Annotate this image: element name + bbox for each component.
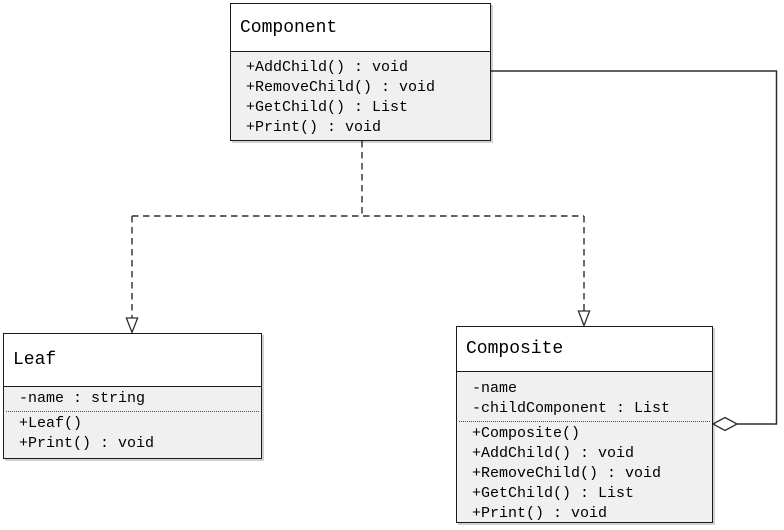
method-row: +GetChild() : List	[246, 99, 409, 116]
attribute-row: -childComponent : List	[472, 400, 671, 417]
method-row: +RemoveChild() : void	[472, 465, 662, 482]
method-row: +RemoveChild() : void	[246, 79, 436, 96]
method-row: +Composite()	[472, 425, 581, 442]
class-box-leaf[interactable]: Leaf -name : string +Leaf() +Print() : v…	[3, 333, 262, 459]
method-row: +Print() : void	[19, 435, 155, 452]
aggregation-line[interactable]	[491, 70, 778, 425]
method-row: +AddChild() : void	[472, 445, 635, 462]
class-header-component: Component	[231, 4, 490, 52]
method-row: +GetChild() : List	[472, 485, 635, 502]
class-title-composite: Composite	[466, 339, 564, 359]
class-header-composite: Composite	[457, 327, 712, 372]
attribute-row: -name	[472, 380, 518, 397]
attribute-method-divider	[6, 411, 259, 412]
class-box-component[interactable]: Component +AddChild() : void +RemoveChil…	[230, 3, 491, 141]
method-row: +Print() : void	[246, 119, 382, 136]
method-row: +AddChild() : void	[246, 59, 409, 76]
class-title-component: Component	[240, 17, 338, 38]
class-body-composite: -name -childComponent : List +Composite(…	[457, 372, 712, 524]
class-body-component: +AddChild() : void +RemoveChild() : void…	[231, 52, 490, 138]
method-row: +Print() : void	[472, 505, 608, 522]
hollow-triangle-arrow-composite-icon[interactable]	[577, 310, 591, 328]
attribute-method-divider	[459, 421, 710, 422]
class-body-leaf: -name : string +Leaf() +Print() : void	[4, 387, 261, 454]
hollow-diamond-icon[interactable]	[711, 416, 739, 432]
method-row: +Leaf()	[19, 415, 83, 432]
class-title-leaf: Leaf	[13, 350, 57, 370]
class-header-leaf: Leaf	[4, 334, 261, 387]
class-box-composite[interactable]: Composite -name -childComponent : List +…	[456, 326, 713, 523]
attribute-row: -name : string	[19, 390, 146, 407]
hollow-triangle-arrow-leaf-icon[interactable]	[125, 317, 139, 335]
